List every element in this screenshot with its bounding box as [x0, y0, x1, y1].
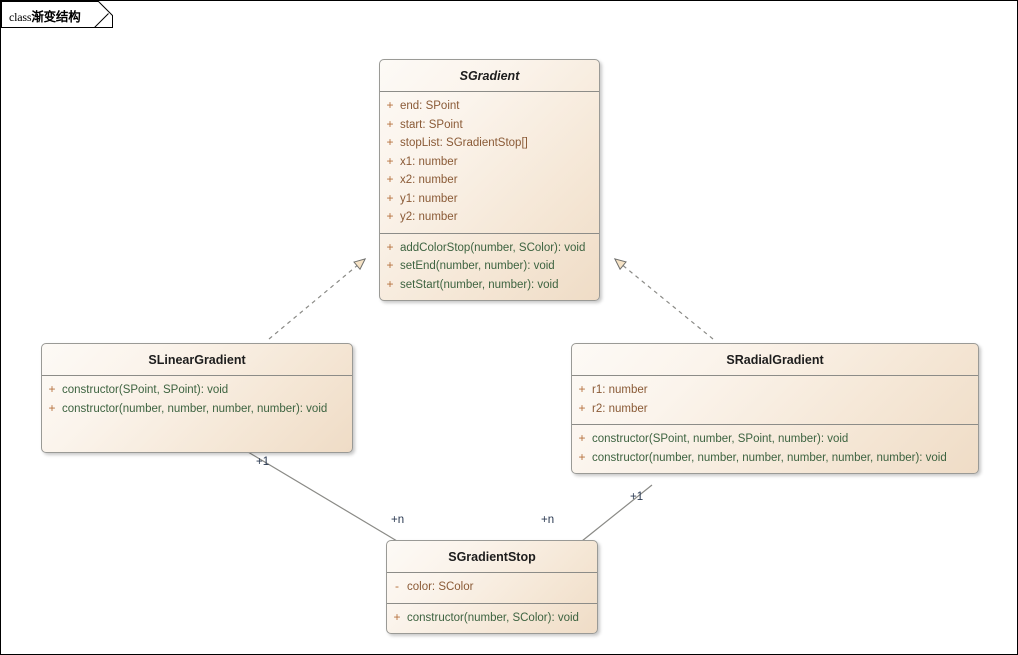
- method-row: + setStart(number, number): void: [380, 276, 599, 295]
- class-title-sgradientstop: SGradientStop: [448, 550, 536, 564]
- visibility-marker: +: [386, 172, 394, 186]
- class-title-sradialgradient: SRadialGradient: [726, 353, 824, 367]
- member-signature: stopList: SGradientStop[]: [400, 137, 528, 149]
- member-signature: y2: number: [400, 211, 458, 223]
- class-box-sgradient[interactable]: SGradient + end: SPoint + start: SPoint …: [379, 59, 600, 301]
- visibility-marker: +: [386, 239, 394, 254]
- member-signature: constructor(number, number, number, numb…: [62, 402, 328, 415]
- visibility-marker: +: [386, 116, 394, 131]
- visibility-marker: +: [386, 190, 394, 205]
- attribute-row: + y1: number: [380, 190, 599, 209]
- visibility-marker: +: [48, 400, 56, 415]
- frame-title: class渐变结构: [9, 6, 81, 25]
- visibility-marker: +: [386, 209, 394, 223]
- member-signature: addColorStop(number, SColor): void: [400, 241, 586, 254]
- visibility-marker: +: [393, 609, 401, 624]
- member-signature: x1: number: [400, 155, 458, 168]
- multiplicity-radial-target: +n: [541, 514, 555, 526]
- member-signature: x2: number: [400, 174, 458, 186]
- visibility-marker: +: [386, 98, 394, 112]
- attribute-row: + start: SPoint: [380, 116, 599, 135]
- member-signature: constructor(number, SColor): void: [407, 611, 579, 624]
- attribute-row: - color: SColor: [387, 578, 597, 597]
- attributes-compartment-sradialgradient: + r1: number + r2: number: [572, 375, 978, 424]
- methods-compartment-sradialgradient: + constructor(SPoint, number, SPoint, nu…: [572, 424, 978, 473]
- diagram-frame-tab: class渐变结构: [1, 1, 113, 28]
- member-signature: y1: number: [400, 192, 458, 205]
- visibility-marker: +: [386, 276, 394, 291]
- attribute-row: + x2: number: [380, 171, 599, 190]
- method-row: + constructor(SPoint, SPoint): void: [42, 381, 352, 400]
- methods-compartment-slineargradient: + constructor(SPoint, SPoint): void + co…: [42, 375, 352, 424]
- methods-compartment-sgradient: + addColorStop(number, SColor): void + s…: [380, 232, 599, 301]
- method-row: + constructor(number, number, number, nu…: [572, 449, 978, 468]
- attribute-row: + r2: number: [572, 400, 978, 419]
- frame-name: 渐变结构: [31, 10, 81, 24]
- visibility-marker: +: [48, 382, 56, 396]
- method-row: + setEnd(number, number): void: [380, 257, 599, 276]
- frame-keyword: class: [9, 10, 32, 24]
- member-signature: setStart(number, number): void: [400, 278, 559, 291]
- class-box-sgradientstop[interactable]: SGradientStop - color: SColor + construc…: [386, 540, 598, 634]
- member-signature: setEnd(number, number): void: [400, 260, 555, 272]
- member-signature: constructor(SPoint, number, SPoint, numb…: [592, 433, 849, 445]
- realization-linear-to-sgradient: [268, 258, 367, 340]
- visibility-marker: +: [386, 153, 394, 168]
- visibility-marker: +: [386, 135, 394, 149]
- association-radial-to-stop: [581, 484, 653, 542]
- visibility-marker: -: [395, 579, 399, 593]
- member-signature: constructor(SPoint, SPoint): void: [62, 384, 229, 396]
- visibility-marker: +: [578, 431, 586, 445]
- class-title-sgradient: SGradient: [459, 69, 520, 83]
- visibility-marker: +: [578, 449, 586, 464]
- class-box-sradialgradient[interactable]: SRadialGradient + r1: number + r2: numbe…: [571, 343, 979, 474]
- attribute-row: + x1: number: [380, 153, 599, 172]
- member-signature: r2: number: [592, 402, 648, 415]
- attributes-compartment-sgradient: + end: SPoint + start: SPoint + stopList…: [380, 91, 599, 233]
- member-signature: end: SPoint: [400, 100, 460, 112]
- realization-radial-to-sgradient: [613, 258, 714, 340]
- methods-compartment-sgradientstop: + constructor(number, SColor): void: [387, 602, 597, 634]
- member-signature: start: SPoint: [400, 118, 463, 131]
- multiplicity-radial-source: +1: [630, 491, 644, 503]
- multiplicity-linear-target: +n: [391, 514, 405, 526]
- association-linear-to-stop: [247, 451, 398, 542]
- method-row: + constructor(number, SColor): void: [387, 609, 597, 628]
- visibility-marker: +: [578, 382, 586, 396]
- member-signature: r1: number: [592, 384, 648, 396]
- attribute-row: + stopList: SGradientStop[]: [380, 134, 599, 153]
- member-signature: constructor(number, number, number, numb…: [592, 451, 947, 464]
- attribute-row: + r1: number: [572, 381, 978, 400]
- attributes-compartment-sgradientstop: - color: SColor: [387, 572, 597, 603]
- attribute-row: + end: SPoint: [380, 97, 599, 116]
- method-row: + addColorStop(number, SColor): void: [380, 239, 599, 258]
- visibility-marker: +: [578, 400, 586, 415]
- multiplicity-linear-source: +1: [256, 456, 270, 468]
- class-box-slineargradient[interactable]: SLinearGradient + constructor(SPoint, SP…: [41, 343, 353, 453]
- method-row: + constructor(number, number, number, nu…: [42, 400, 352, 419]
- method-row: + constructor(SPoint, number, SPoint, nu…: [572, 430, 978, 449]
- attribute-row: + y2: number: [380, 208, 599, 227]
- visibility-marker: +: [386, 258, 394, 272]
- member-signature: color: SColor: [407, 581, 474, 593]
- class-title-slineargradient: SLinearGradient: [148, 353, 246, 367]
